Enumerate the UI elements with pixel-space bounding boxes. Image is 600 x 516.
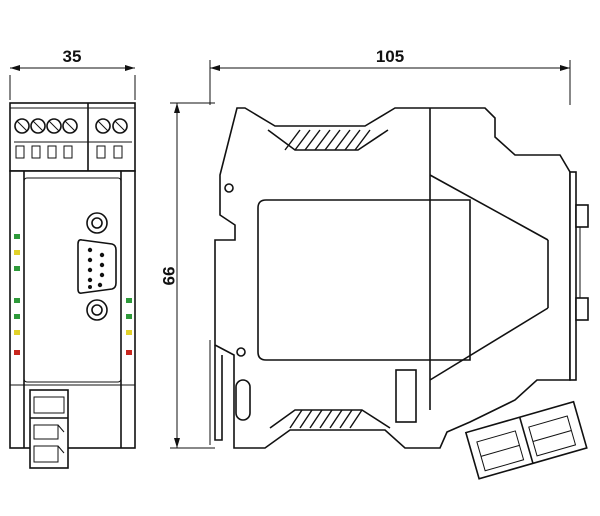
screw-terminals [14, 118, 128, 134]
front-view [9, 102, 136, 469]
mounting-hole [236, 347, 246, 357]
side-width-label: 105 [376, 47, 404, 66]
led-red-icon [14, 350, 20, 355]
led-yellow-icon [126, 330, 132, 335]
height-label: 99 [159, 267, 178, 286]
led-red-icon [126, 350, 132, 355]
led-yellow-icon [14, 330, 20, 335]
side-bottom-connector [464, 400, 588, 480]
top-recess [267, 129, 389, 151]
bottom-recess [269, 409, 391, 429]
front-bottom-connector [29, 389, 69, 469]
front-width-label: 35 [63, 47, 82, 66]
terminal-block [9, 102, 136, 172]
led-green-icon [14, 298, 20, 303]
din-rail-foot [214, 345, 223, 441]
led-green-icon [14, 234, 20, 239]
release-slot [235, 379, 251, 421]
side-view [209, 107, 589, 480]
led-green-icon [126, 314, 132, 319]
mounting-hole [224, 183, 234, 193]
dimension-front-width: 35 [9, 47, 136, 100]
front-housing [9, 170, 136, 449]
led-green-icon [126, 298, 132, 303]
status-leds-right [126, 298, 132, 355]
led-green-icon [14, 314, 20, 319]
rail-clip [569, 171, 589, 381]
side-window [395, 369, 417, 423]
dimension-height: 99 [159, 102, 215, 449]
status-leds-left [14, 234, 20, 355]
dsub-connector [77, 212, 117, 321]
dimension-side-width: 105 [209, 47, 571, 105]
led-yellow-icon [14, 250, 20, 255]
side-housing-outline [214, 107, 571, 449]
label-area [257, 199, 471, 361]
led-green-icon [14, 266, 20, 271]
